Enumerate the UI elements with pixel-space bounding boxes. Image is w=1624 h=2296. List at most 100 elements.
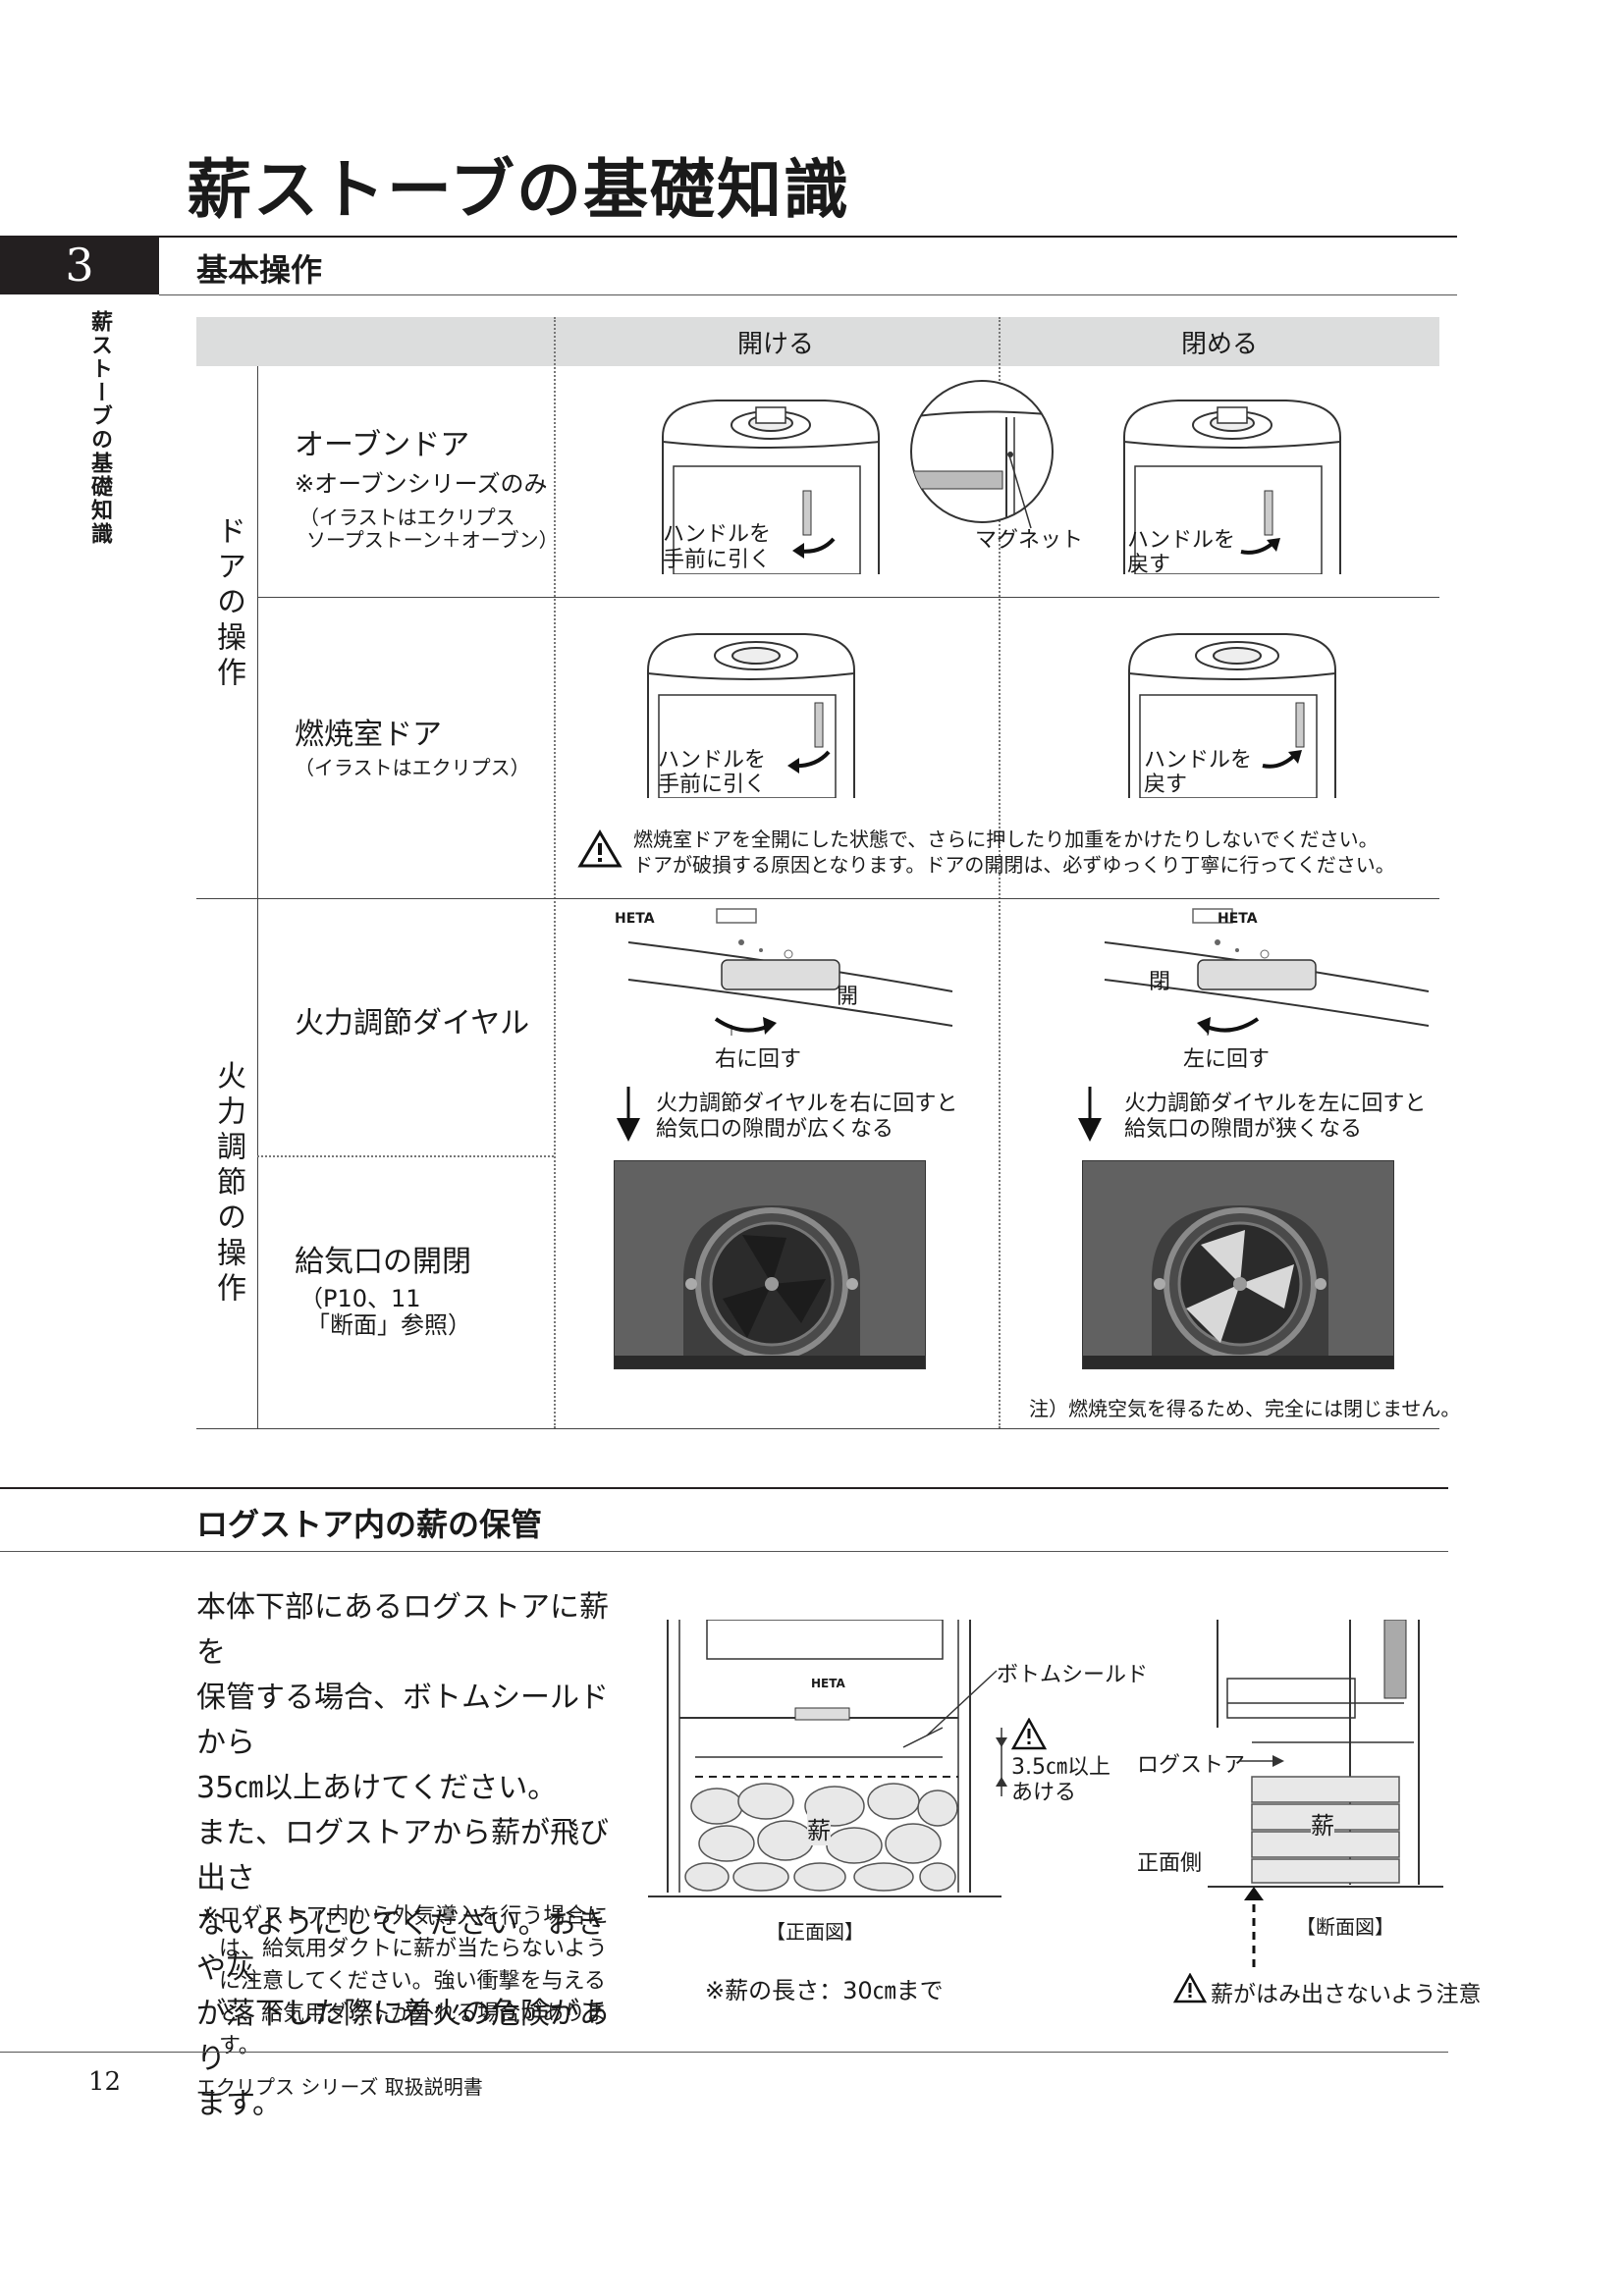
bottom-shield-label: ボトムシールド [997,1663,1149,1687]
intake-ref-2: 「断面」参照） [306,1311,471,1339]
table-vline-col1 [554,317,556,1428]
firebox-door-title: 燃焼室ドア [295,718,442,752]
dial-open-result-1: 火力調節ダイヤルを右に回すと [656,1092,958,1116]
group-label-door: ドアの操作 [211,515,245,692]
front-view-caption: 【正面図】 [766,1920,864,1944]
intake-open-photo [614,1160,926,1369]
pull-arrow-icon [787,750,831,774]
rotate-left-arrow-icon [1197,1017,1260,1035]
intake-note: 注）燃焼空気を得るため、完全には閉じません。 [1029,1397,1461,1420]
magnet-label: マグネット [975,528,1084,553]
magnet-leader-line [1008,454,1032,529]
sidebar-label: 薪ストーブの基礎知識 [87,310,113,546]
oven-stove-open-illustration [662,400,880,574]
warning-icon [1011,1718,1047,1750]
group-label-fire: 火力調節の操作 [211,1060,245,1308]
logstore-note: ※ログストア内から外気導入を行う場合に は、給気用ダクトに薪が当たらないよう に… [201,1900,633,2062]
note-line: に注意してください。強い衝撃を与える [219,1969,607,1994]
section-view-warning: 薪がはみ出さないよう注意 [1211,1982,1482,2007]
body-line: ないようにしてください。おきや灰 [196,1906,607,1986]
note-line: は、給気用ダクトに薪が当たらないよう [219,1937,608,1961]
magnet-detail-illustration [910,380,1054,523]
section2-top-rule [0,1487,1448,1489]
body-line: が落下した際に着火の危険があり [196,1997,609,2076]
intake-title: 給気口の開閉 [295,1245,471,1279]
oven-close-caption-2: 戻す [1127,553,1171,577]
section-title: 基本操作 [196,251,323,289]
section2-bottom-rule [0,1551,1448,1552]
brand-logo-close: HETA [1218,911,1258,927]
rotate-right-arrow-icon [714,1017,777,1035]
footer-manual-title: エクリプス シリーズ 取扱説明書 [196,2075,483,2099]
section-wood-label: 薪 [1311,1806,1334,1841]
page-number: 12 [88,2067,122,2097]
table-vline-group [257,366,258,1428]
logstore-front-view [648,1620,1001,1897]
section-view-caption: 【断面図】 [1296,1915,1394,1939]
body-line: 本体下部にあるログストアに薪を [196,1590,609,1670]
wood-length-note: ※薪の長さ：30㎝まで [705,1977,944,2004]
section-bottom-rule [159,294,1457,295]
oven-open-caption-1: ハンドルを [663,522,772,547]
body-line: また、ログストアから薪が飛び出さ [196,1816,609,1896]
firebox-stove-closed-illustration [1128,633,1336,798]
table-bottom-rule [196,1428,1439,1429]
gap-label-2: あける [1011,1781,1077,1805]
firebox-open-caption-1: ハンドルを [658,748,767,773]
column-header-close: 閉める [1180,329,1258,359]
gap-label-1: 3.5㎝以上 [1011,1755,1110,1780]
table-vline-col2 [999,317,1001,1428]
warning-icon [1173,1973,1207,2003]
row-divider-1 [257,597,1439,598]
down-arrow-icon [617,1087,640,1142]
gap-dimension-marker [996,1728,1007,1796]
dial-close-illustration [1104,908,1430,1036]
oven-door-title: オーブンドア [295,428,470,462]
dial-close-result-2: 給気口の隙間が狭くなる [1124,1117,1363,1142]
up-dashed-arrow-icon [1244,1887,1264,1967]
oven-door-illus-note-2: ソープストーン＋オーブン） [306,528,559,552]
firebox-open-caption-2: 手前に引く [658,773,767,797]
section2-title: ログストア内の薪の保管 [196,1506,543,1543]
dial-close-mark: 閉 [1149,970,1171,994]
firebox-stove-open-illustration [647,633,855,798]
warning-icon [577,829,623,868]
oven-stove-closed-illustration [1123,400,1341,574]
pull-arrow-icon [792,537,836,559]
oven-open-caption-2: 手前に引く [663,548,772,572]
dial-open-illustration [627,908,953,1036]
bottom-shield-leader [926,1670,998,1736]
brand-logo-front: HETA [811,1677,845,1690]
dial-title: 火力調節ダイヤル [295,1006,530,1041]
intake-closed-photo [1082,1160,1394,1369]
row-divider-3 [257,1155,554,1157]
firebox-door-illus-note: （イラストはエクリプス） [295,756,530,779]
logstore-body: 本体下部にあるログストアに薪を 保管する場合、ボトムシールドから 35㎝以上あけ… [196,1585,628,2127]
dial-close-caption: 左に回す [1183,1047,1271,1072]
push-arrow-icon [1240,538,1280,555]
column-header-open: 開ける [736,329,814,359]
oven-door-illus-note-1: （イラストはエクリプス [299,506,515,529]
row-divider-2 [196,898,1439,899]
note-line: と、給気用ダクトが外れる場合があります。 [219,2002,608,2058]
oven-door-note: ※オーブンシリーズのみ [295,470,548,498]
push-arrow-icon [1262,750,1302,769]
footer-rule [0,2052,1448,2053]
brand-logo-open: HETA [615,911,655,927]
front-side-label: 正面側 [1137,1851,1203,1876]
body-line: 35㎝以上あけてください。 [196,1771,558,1805]
firebox-warning-1: 燃焼室ドアを全開にした状態で、さらに押したり加重をかけたりしないでください。 [633,828,1379,851]
firebox-warning-2: ドアが破損する原因となります。ドアの開閉は、必ずゆっくり丁寧に行ってください。 [633,853,1395,877]
body-line: 保管する場合、ボトムシールドから [196,1681,609,1760]
down-arrow-icon [1078,1087,1102,1142]
firebox-close-caption-1: ハンドルを [1144,748,1253,773]
dial-open-result-2: 給気口の隙間が広くなる [656,1117,894,1142]
front-wood-label: 薪 [807,1811,831,1845]
page-title: 薪ストーブの基礎知識 [187,151,851,228]
dial-open-caption: 右に回す [715,1047,802,1072]
oven-close-caption-1: ハンドルを [1127,528,1236,553]
dial-open-mark: 開 [837,985,859,1009]
intake-ref-1: （P10、11 [299,1285,421,1312]
section-number: 3 [0,236,159,294]
logstore-label: ログストア [1137,1753,1246,1778]
